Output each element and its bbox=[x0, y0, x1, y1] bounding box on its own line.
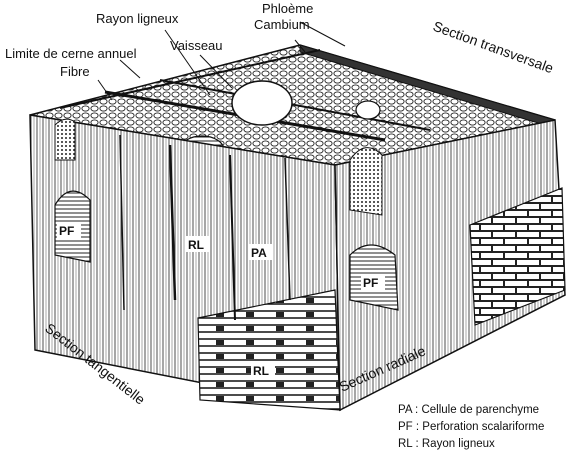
legend-item-rl: RL : Rayon ligneux bbox=[398, 438, 495, 450]
vessel-left-upper bbox=[54, 118, 76, 161]
label-fibre: Fibre bbox=[60, 64, 90, 79]
leader-limite-cerne bbox=[119, 59, 141, 79]
label-section-transversale: Section transversale bbox=[431, 18, 556, 76]
label-phloeme: Phloème bbox=[262, 1, 313, 16]
legend-text: Cellule de parenchyme bbox=[421, 404, 540, 416]
label-pa-center: PA bbox=[251, 246, 267, 260]
label-rl-center: RL bbox=[188, 238, 204, 252]
annual-ring-line bbox=[59, 49, 321, 109]
legend-text: Rayon ligneux bbox=[421, 438, 495, 450]
legend-abbr: PA bbox=[398, 404, 412, 416]
legend-abbr: PF bbox=[398, 421, 413, 433]
label-pf-left: PF bbox=[59, 224, 74, 238]
legend-abbr: RL bbox=[398, 438, 413, 450]
legend-item-pa: PA : Cellule de parenchyme bbox=[398, 404, 540, 416]
vessel-small bbox=[355, 100, 381, 120]
leader-fibre bbox=[97, 79, 113, 101]
radial-face bbox=[334, 119, 566, 412]
ray-front-4 bbox=[119, 134, 125, 311]
label-cambium: Cambium bbox=[254, 17, 310, 32]
leader-rayon-ligneux bbox=[164, 29, 211, 96]
label-pf-right: PF bbox=[363, 276, 378, 290]
leader-vaisseau bbox=[199, 54, 233, 89]
legend-text: Perforation scalariforme bbox=[422, 421, 545, 433]
ray-front-2 bbox=[229, 154, 236, 321]
label-vaisseau: Vaisseau bbox=[170, 38, 223, 53]
ray-front-3 bbox=[284, 157, 291, 301]
radial-ray-bricks bbox=[469, 187, 566, 326]
label-rayon-ligneux: Rayon ligneux bbox=[96, 11, 179, 26]
vessel-large bbox=[231, 80, 293, 126]
leader-cambium bbox=[294, 39, 306, 53]
leader-phloeme bbox=[299, 21, 346, 47]
legend-item-pf: PF : Perforation scalariforme bbox=[398, 421, 545, 433]
vessel-right-upper bbox=[349, 147, 383, 216]
label-limite-cerne: Limite de cerne annuel bbox=[5, 46, 137, 61]
label-rl-bottom: RL bbox=[253, 364, 269, 378]
ray-front-1 bbox=[168, 144, 177, 301]
legend: PA : Cellule de parenchyme PF : Perforat… bbox=[398, 402, 578, 453]
